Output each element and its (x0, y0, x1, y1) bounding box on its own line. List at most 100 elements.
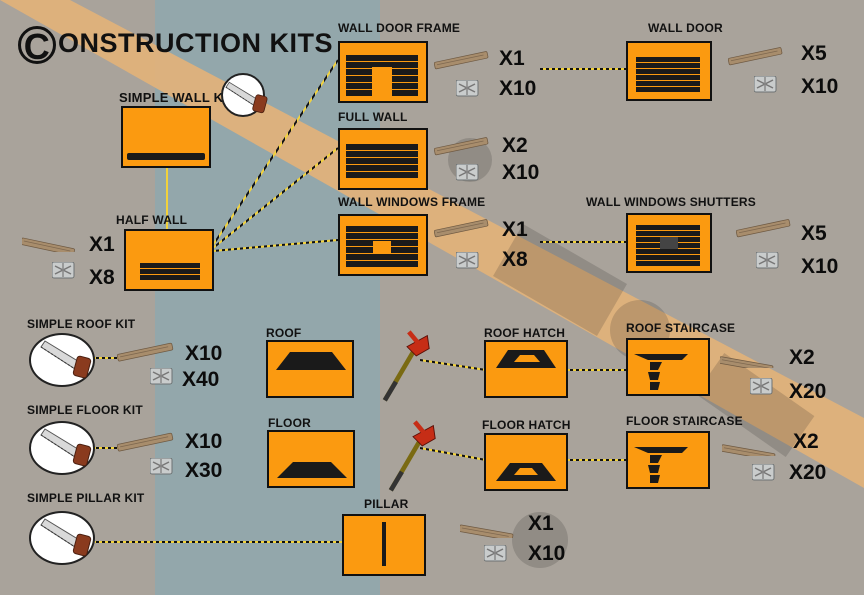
floor-hatch-box[interactable] (484, 433, 568, 491)
wall-windows-shutters-icon (636, 225, 700, 266)
roof-box[interactable] (266, 340, 354, 398)
title-first-letter: C (18, 26, 56, 65)
simple-pillar-kit-circle (29, 511, 95, 565)
wall-windows-shutters-box[interactable] (626, 213, 712, 273)
nails-icon (150, 458, 173, 475)
wood-plank-icon (22, 227, 77, 252)
full-wall-box[interactable] (338, 128, 428, 190)
wall-windows-frame-planks-qty: X1 (502, 218, 528, 241)
nails-icon (752, 464, 775, 481)
wood-plank-icon (434, 136, 489, 156)
wall-windows-shutters-label: WALL WINDOWS SHUTTERS (586, 195, 756, 209)
floor-nails-qty: X30 (185, 459, 223, 482)
roof-planks-qty: X10 (185, 342, 223, 365)
wall-door-frame-nails-qty: X10 (499, 77, 537, 100)
wood-plank-icon (722, 433, 777, 456)
simple-wall-kit-circle (221, 73, 269, 117)
wall-windows-frame-label: WALL WINDOWS FRAME (338, 195, 486, 209)
full-wall-planks-qty: X2 (502, 134, 528, 157)
simple-wall-kit-label: SIMPLE WALL KIT (119, 90, 236, 105)
roof-staircase-nails-qty: X20 (789, 380, 827, 403)
nails-icon (754, 76, 777, 93)
wood-plank-icon (460, 513, 515, 538)
roof-staircase-icon (634, 354, 688, 390)
nails-icon (484, 545, 507, 562)
floor-planks-qty: X10 (185, 430, 223, 453)
floor-staircase-icon (634, 447, 688, 483)
pillar-planks-qty: X1 (528, 512, 554, 535)
wall-door-label: WALL DOOR (648, 21, 723, 35)
half-wall-box[interactable] (124, 229, 214, 291)
floor-icon (277, 462, 347, 478)
wall-door-box[interactable] (626, 41, 712, 101)
half-wall-nails-qty: X8 (89, 266, 115, 289)
wall-windows-frame-icon (346, 226, 418, 267)
floor-hatch-label: FLOOR HATCH (482, 418, 571, 432)
nails-icon (756, 252, 779, 269)
full-wall-label: FULL WALL (338, 110, 408, 124)
roof-hatch-label: ROOF HATCH (484, 326, 566, 340)
nails-icon (456, 164, 479, 181)
pillar-box[interactable] (342, 514, 426, 576)
roof-nails-qty: X40 (182, 368, 220, 391)
wall-door-planks-qty: X5 (801, 42, 827, 65)
full-wall-icon (346, 144, 418, 178)
simple-roof-kit-circle (29, 333, 95, 387)
roof-icon (276, 352, 346, 370)
pillar-icon (382, 522, 386, 566)
wall-log-icon (127, 153, 205, 160)
wall-windows-shutters-nails-qty: X10 (801, 255, 839, 278)
nails-icon (150, 368, 173, 385)
floor-hatch-icon (496, 463, 556, 481)
wall-door-frame-icon (346, 55, 418, 97)
half-wall-label: HALF WALL (116, 213, 188, 227)
floor-staircase-planks-qty: X2 (793, 430, 819, 453)
wood-plank-icon (434, 50, 489, 70)
simple-wall-kit-box[interactable] (121, 106, 211, 168)
nails-icon (52, 262, 75, 279)
wood-plank-icon (117, 342, 174, 362)
floor-box[interactable] (267, 430, 355, 488)
half-wall-icon (140, 263, 200, 280)
pillar-label: PILLAR (364, 497, 409, 511)
saw-icon (40, 518, 92, 557)
simple-roof-kit-label: SIMPLE ROOF KIT (27, 317, 136, 331)
wall-door-frame-box[interactable] (338, 41, 428, 103)
wall-windows-shutters-planks-qty: X5 (801, 222, 827, 245)
roof-label: ROOF (266, 326, 302, 340)
title-rest: ONSTRUCTION KITS (58, 28, 333, 59)
nails-icon (456, 80, 479, 97)
roof-staircase-box[interactable] (626, 338, 710, 396)
wood-plank-icon (736, 218, 791, 238)
floor-staircase-nails-qty: X20 (789, 461, 827, 484)
wall-windows-frame-box[interactable] (338, 214, 428, 276)
floor-label: FLOOR (268, 416, 311, 430)
simple-pillar-kit-label: SIMPLE PILLAR KIT (27, 491, 145, 505)
simple-floor-kit-label: SIMPLE FLOOR KIT (27, 403, 143, 417)
wall-door-frame-planks-qty: X1 (499, 47, 525, 70)
wall-door-frame-label: WALL DOOR FRAME (338, 21, 461, 35)
fire-axe-icon (372, 330, 442, 404)
saw-icon (225, 81, 269, 114)
wood-plank-icon (434, 218, 489, 238)
wood-plank-icon (117, 432, 174, 452)
nails-icon (456, 252, 479, 269)
roof-hatch-box[interactable] (484, 340, 568, 398)
wood-plank-icon (720, 345, 775, 368)
fire-axe-icon (378, 420, 448, 494)
pillar-nails-qty: X10 (528, 542, 566, 565)
roof-hatch-icon (496, 350, 556, 368)
saw-icon (40, 340, 92, 379)
floor-staircase-box[interactable] (626, 431, 710, 489)
wall-door-nails-qty: X10 (801, 75, 839, 98)
roof-staircase-label: ROOF STAIRCASE (626, 321, 736, 335)
saw-icon (40, 428, 92, 467)
roof-staircase-planks-qty: X2 (789, 346, 815, 369)
floor-staircase-label: FLOOR STAIRCASE (626, 414, 743, 428)
simple-floor-kit-circle (29, 421, 95, 475)
nails-icon (750, 378, 773, 395)
full-wall-nails-qty: X10 (502, 161, 540, 184)
wall-windows-frame-nails-qty: X8 (502, 248, 528, 271)
half-wall-planks-qty: X1 (89, 233, 115, 256)
